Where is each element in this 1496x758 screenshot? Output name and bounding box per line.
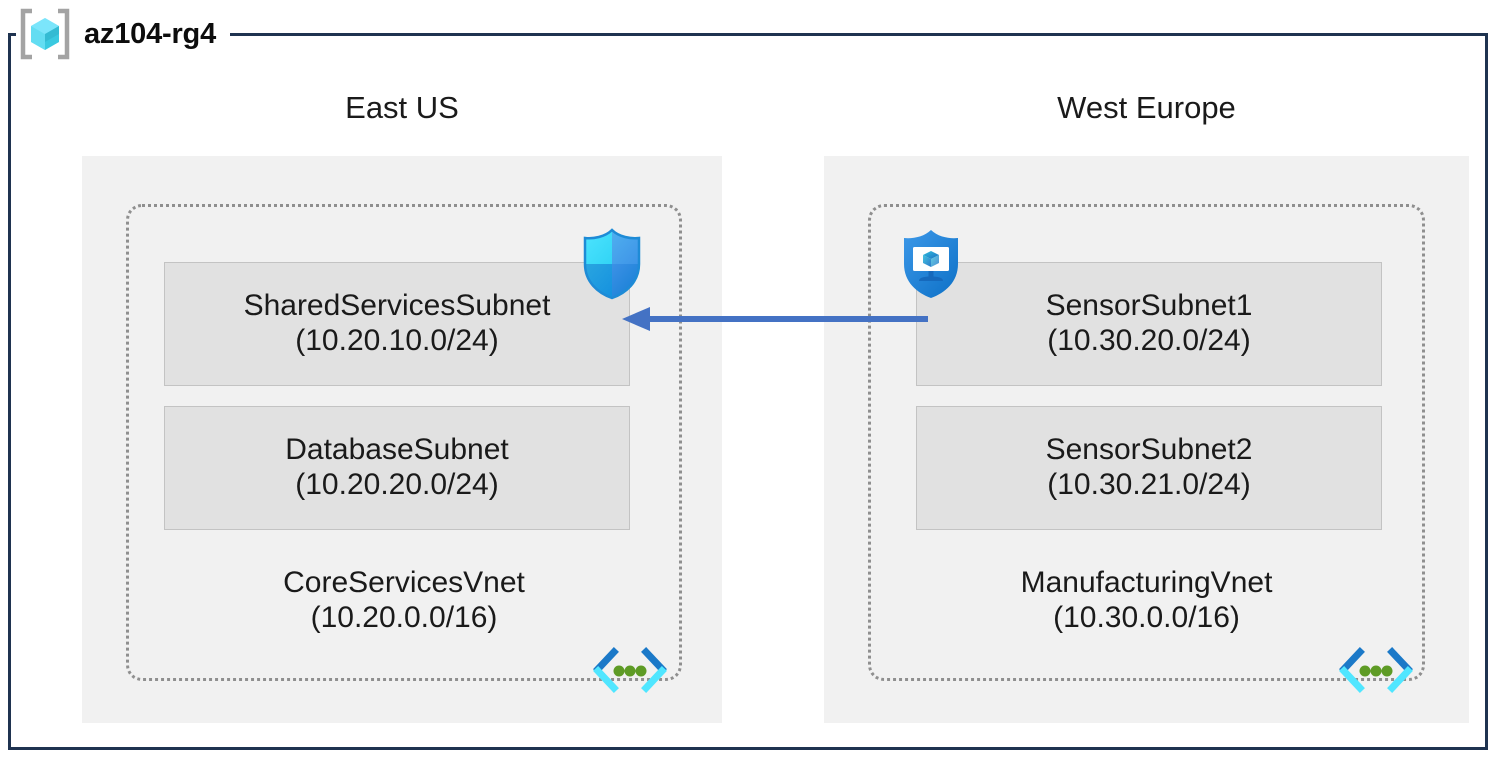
vnet-name: ManufacturingVnet [1020,566,1273,599]
subnet-sharedservicessubnet[interactable]: SharedServicesSubnet (10.20.10.0/24) [164,262,630,386]
vnet-peering-icon[interactable] [592,646,668,694]
vnet-caption-manufacturingvnet: ManufacturingVnet (10.30.0.0/16) [868,566,1425,636]
subnet-name: SharedServicesSubnet [243,289,551,323]
resource-group-frame [8,33,1488,750]
vnet-container-coreservicesvnet [126,204,682,681]
vnet-peering-icon[interactable] [1338,646,1414,694]
region-label-west-europe: West Europe [1057,90,1236,125]
vnet-address-space: (10.30.0.0/16) [1053,600,1240,634]
subnet-sensorsubnet2[interactable]: SensorSubnet2 (10.30.21.0/24) [916,406,1382,530]
subnet-address-prefix: (10.30.21.0/24) [1047,468,1251,501]
subnet-address-prefix: (10.20.10.0/24) [295,324,499,357]
resource-group-name: az104-rg4 [84,17,216,50]
resource-group-header: az104-rg4 [16,6,230,62]
vnet-peering-connection-arrow [618,300,930,338]
region-label-east-us: East US [345,90,459,125]
subnet-name: SensorSubnet2 [1045,433,1253,467]
vnet-container-manufacturingvnet [868,204,1425,681]
subnet-address-prefix: (10.30.20.0/24) [1047,324,1251,357]
subnet-sensorsubnet1[interactable]: SensorSubnet1 (10.30.20.0/24) [916,262,1382,386]
subnet-address-prefix: (10.20.20.0/24) [295,468,499,501]
subnet-name: DatabaseSubnet [285,433,509,467]
subnet-name: SensorSubnet1 [1045,289,1253,323]
vnet-address-space: (10.20.0.0/16) [310,600,498,634]
network-security-group-shield-icon[interactable] [581,228,643,300]
subnet-databasesubnet[interactable]: DatabaseSubnet (10.20.20.0/24) [164,406,630,530]
application-security-group-shield-icon[interactable] [900,228,962,300]
resource-group-cube-icon [16,8,74,60]
vnet-caption-coreservicesvnet: CoreServicesVnet (10.20.0.0/16) [126,566,682,636]
vnet-name: CoreServicesVnet [283,566,525,599]
